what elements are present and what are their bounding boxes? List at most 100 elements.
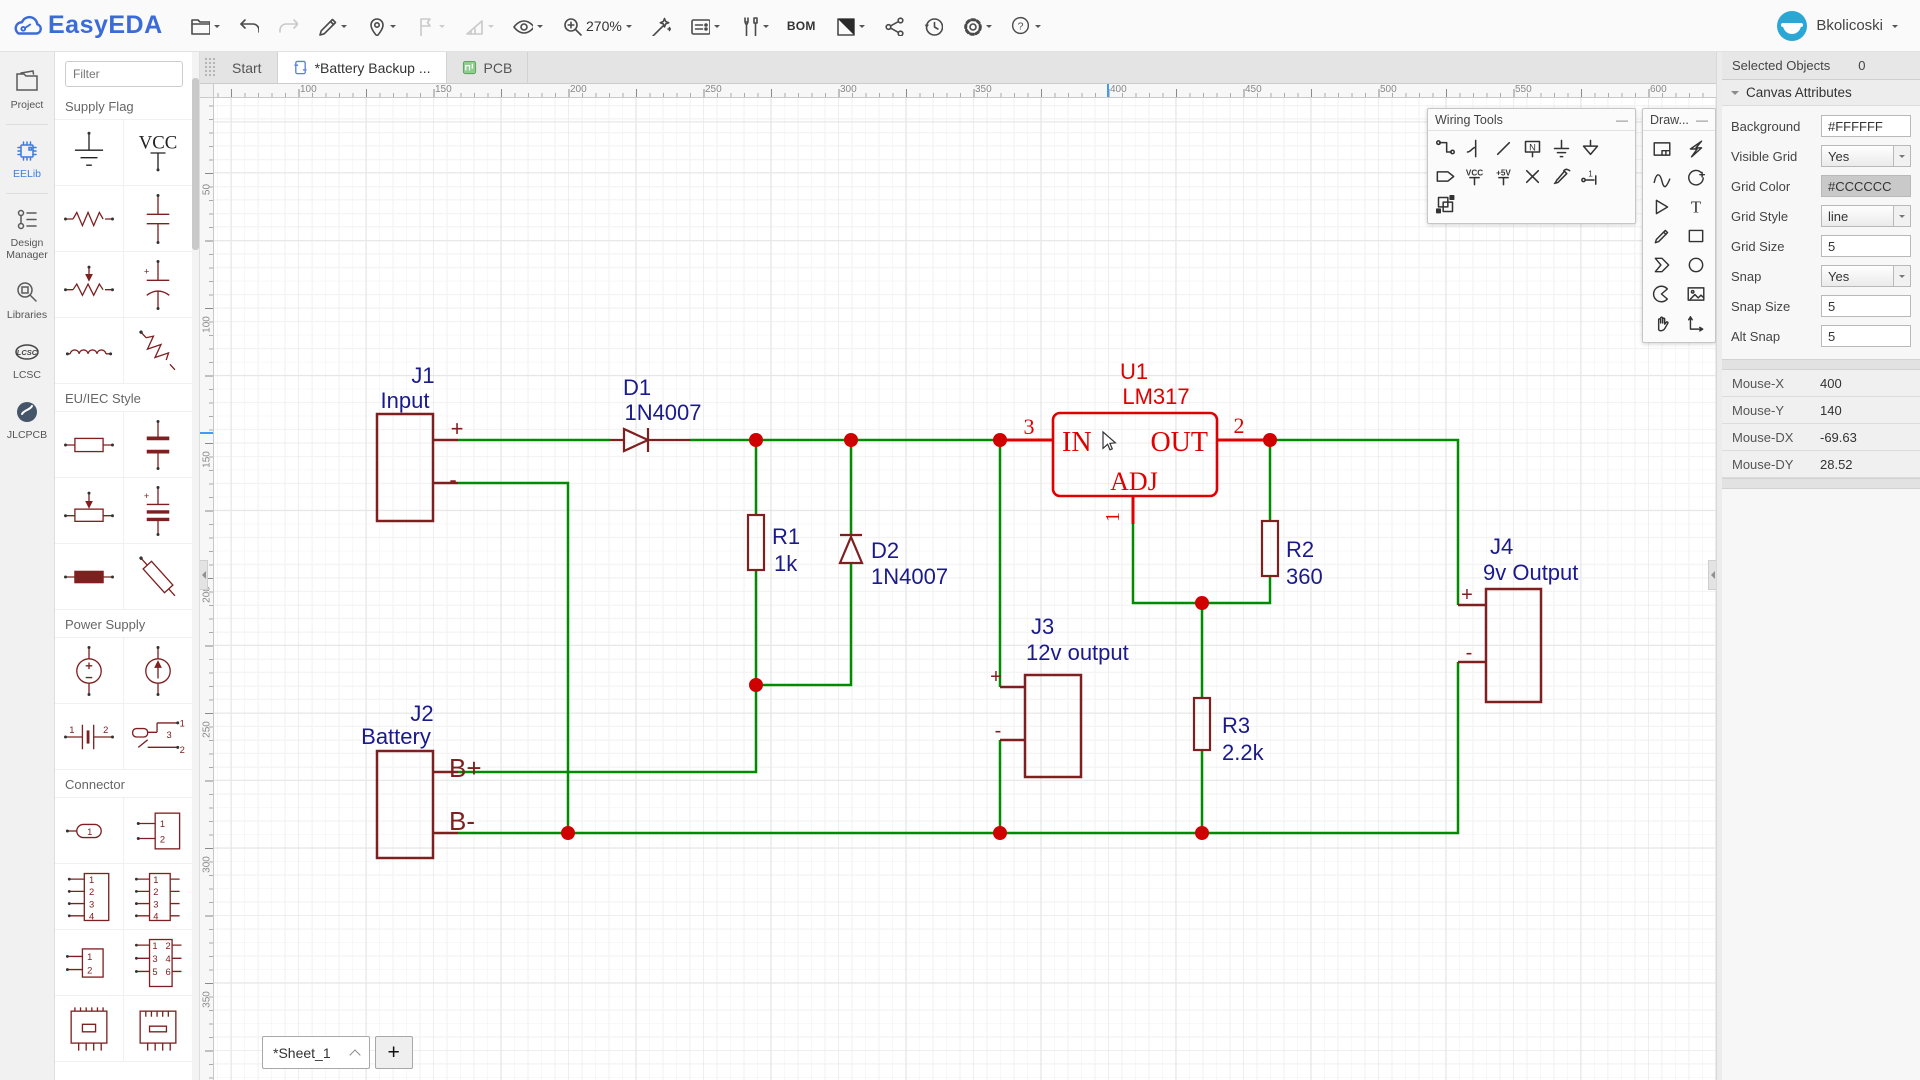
wires[interactable]: [458, 438, 1460, 835]
r1-value-label[interactable]: 1k: [774, 551, 798, 576]
view-button[interactable]: [507, 11, 548, 40]
lib-symbol-diagonal-resistor-us[interactable]: [124, 318, 193, 384]
r1-resistor-body[interactable]: [746, 513, 766, 572]
scrollbar-thumb[interactable]: [192, 78, 199, 250]
j4-name-label[interactable]: 9v Output: [1483, 560, 1578, 585]
tabbar-drag-handle[interactable]: [204, 57, 215, 78]
lib-symbol-current-source[interactable]: [124, 638, 193, 704]
arrow-tool[interactable]: [1645, 192, 1679, 221]
user-menu[interactable]: Bkolicoski: [1777, 10, 1908, 41]
filter-input[interactable]: [65, 61, 183, 87]
drag-canvas-tool[interactable]: [1645, 308, 1679, 337]
sheet-tab[interactable]: *Sheet_1: [262, 1036, 370, 1069]
collapse-left-panel-handle[interactable]: [200, 560, 208, 590]
lib-symbol-diagonal-resistor-eu[interactable]: [124, 544, 193, 610]
sheet-menu-chevron-icon[interactable]: [348, 1048, 361, 1061]
wizard-button[interactable]: [645, 11, 676, 40]
j3-name-label[interactable]: 12v output: [1026, 640, 1129, 665]
lib-symbol-rj45-a[interactable]: [55, 996, 124, 1062]
u1-value-label[interactable]: LM317: [1122, 384, 1189, 409]
pie-tool[interactable]: [1645, 279, 1679, 308]
d1-diode-symbol[interactable]: [610, 427, 690, 453]
lib-symbol-resistor-eu[interactable]: [55, 412, 124, 478]
r2-resistor-body[interactable]: [1260, 519, 1280, 578]
bezier-tool[interactable]: [1645, 163, 1679, 192]
easyeda-logo[interactable]: EasyEDA: [12, 11, 180, 40]
rect-tool[interactable]: [1679, 221, 1713, 250]
history-button[interactable]: [917, 11, 948, 40]
lib-symbol-potentiometer-eu[interactable]: [55, 478, 124, 544]
j4-connector-body[interactable]: [1484, 587, 1543, 704]
visible-grid-select[interactable]: Yes: [1821, 145, 1911, 167]
ellipse-tool[interactable]: [1679, 250, 1713, 279]
sidebar-item-eelib[interactable]: EELib: [0, 129, 54, 189]
frame-tool[interactable]: [1645, 134, 1679, 163]
tab-schematic[interactable]: *Battery Backup ...: [277, 52, 447, 83]
schematic-canvas[interactable]: J1 Input D1 1N4007 R1 1k D2 1N4007 R2 36…: [200, 84, 1716, 1080]
lib-symbol-inductor[interactable]: [55, 318, 124, 384]
sidebar-item-libraries[interactable]: Libraries: [0, 270, 54, 330]
select-chevron-icon[interactable]: [1893, 206, 1910, 226]
grid-style-select[interactable]: line: [1821, 205, 1911, 227]
redo-button[interactable]: [272, 11, 303, 40]
lib-symbol-vcc[interactable]: VCC: [124, 120, 193, 186]
sidebar-item-jlcpcb[interactable]: JLCPCB: [0, 390, 54, 450]
lib-symbol-pin-1[interactable]: 1: [55, 798, 124, 864]
lib-symbol-polarized-capacitor-us[interactable]: +: [124, 252, 193, 318]
plus5v-flag-tool[interactable]: +5V: [1489, 162, 1518, 190]
add-sheet-button[interactable]: +: [374, 1036, 413, 1069]
d1-value-label[interactable]: 1N4007: [624, 400, 701, 425]
grid-color-input[interactable]: #CCCCCC: [1821, 175, 1911, 197]
j2-name-label[interactable]: Battery: [361, 724, 431, 749]
pencil-tool[interactable]: [1645, 221, 1679, 250]
bom-button[interactable]: BOM: [782, 15, 821, 37]
minimize-icon[interactable]: —: [1616, 112, 1628, 127]
measure-button[interactable]: [458, 11, 499, 40]
r3-resistor-body[interactable]: [1192, 696, 1212, 752]
j2-ref-label[interactable]: J2: [410, 701, 433, 726]
freehand-wire-tool[interactable]: [1547, 162, 1576, 190]
snap-size-input[interactable]: 5: [1821, 295, 1911, 317]
lib-symbol-polarized-capacitor-eu[interactable]: +: [124, 478, 193, 544]
lib-symbol-rj45-b[interactable]: [124, 996, 193, 1062]
lib-symbol-voltage-source[interactable]: [55, 638, 124, 704]
zoom-level[interactable]: 270%: [586, 17, 622, 34]
polyline-tool[interactable]: [1679, 134, 1713, 163]
j3-connector-body[interactable]: [1023, 673, 1083, 779]
tab-start[interactable]: Start: [217, 52, 278, 83]
u1-regulator-symbol[interactable]: [1000, 411, 1270, 524]
d2-diode-symbol[interactable]: [838, 533, 864, 565]
file-button[interactable]: [184, 11, 225, 40]
sidebar-item-design-manager[interactable]: Design Manager: [0, 198, 54, 270]
theme-button[interactable]: [829, 11, 870, 40]
polygon-tool[interactable]: [1645, 250, 1679, 279]
place-button[interactable]: [360, 11, 401, 40]
flag-button[interactable]: [409, 11, 450, 40]
lib-symbol-filled-resistor-eu[interactable]: [55, 544, 124, 610]
bus-entry-tool[interactable]: [1489, 134, 1518, 162]
ground-flag-tool[interactable]: [1576, 134, 1605, 162]
bus-tool[interactable]: [1460, 134, 1489, 162]
canvas-attributes-header[interactable]: Canvas Attributes: [1722, 80, 1920, 106]
j2-connector-body[interactable]: [375, 749, 435, 860]
collapse-right-panel-handle[interactable]: [1708, 560, 1716, 590]
vcc-flag-tool[interactable]: VCC: [1460, 162, 1489, 190]
text-tool[interactable]: T: [1679, 192, 1713, 221]
edit-tools-button[interactable]: [311, 11, 352, 40]
lib-symbol-gnd[interactable]: [55, 120, 124, 186]
sidebar-item-lcsc[interactable]: LCSC LCSC: [0, 330, 54, 390]
r3-value-label[interactable]: 2.2k: [1222, 740, 1265, 765]
j1-name-label[interactable]: Input: [381, 388, 430, 413]
snap-select[interactable]: Yes: [1821, 265, 1911, 287]
image-tool[interactable]: [1679, 279, 1713, 308]
select-chevron-icon[interactable]: [1893, 266, 1910, 286]
share-button[interactable]: [878, 11, 909, 40]
tab-pcb[interactable]: PCB: [447, 52, 529, 83]
alt-snap-input[interactable]: 5: [1821, 325, 1911, 347]
